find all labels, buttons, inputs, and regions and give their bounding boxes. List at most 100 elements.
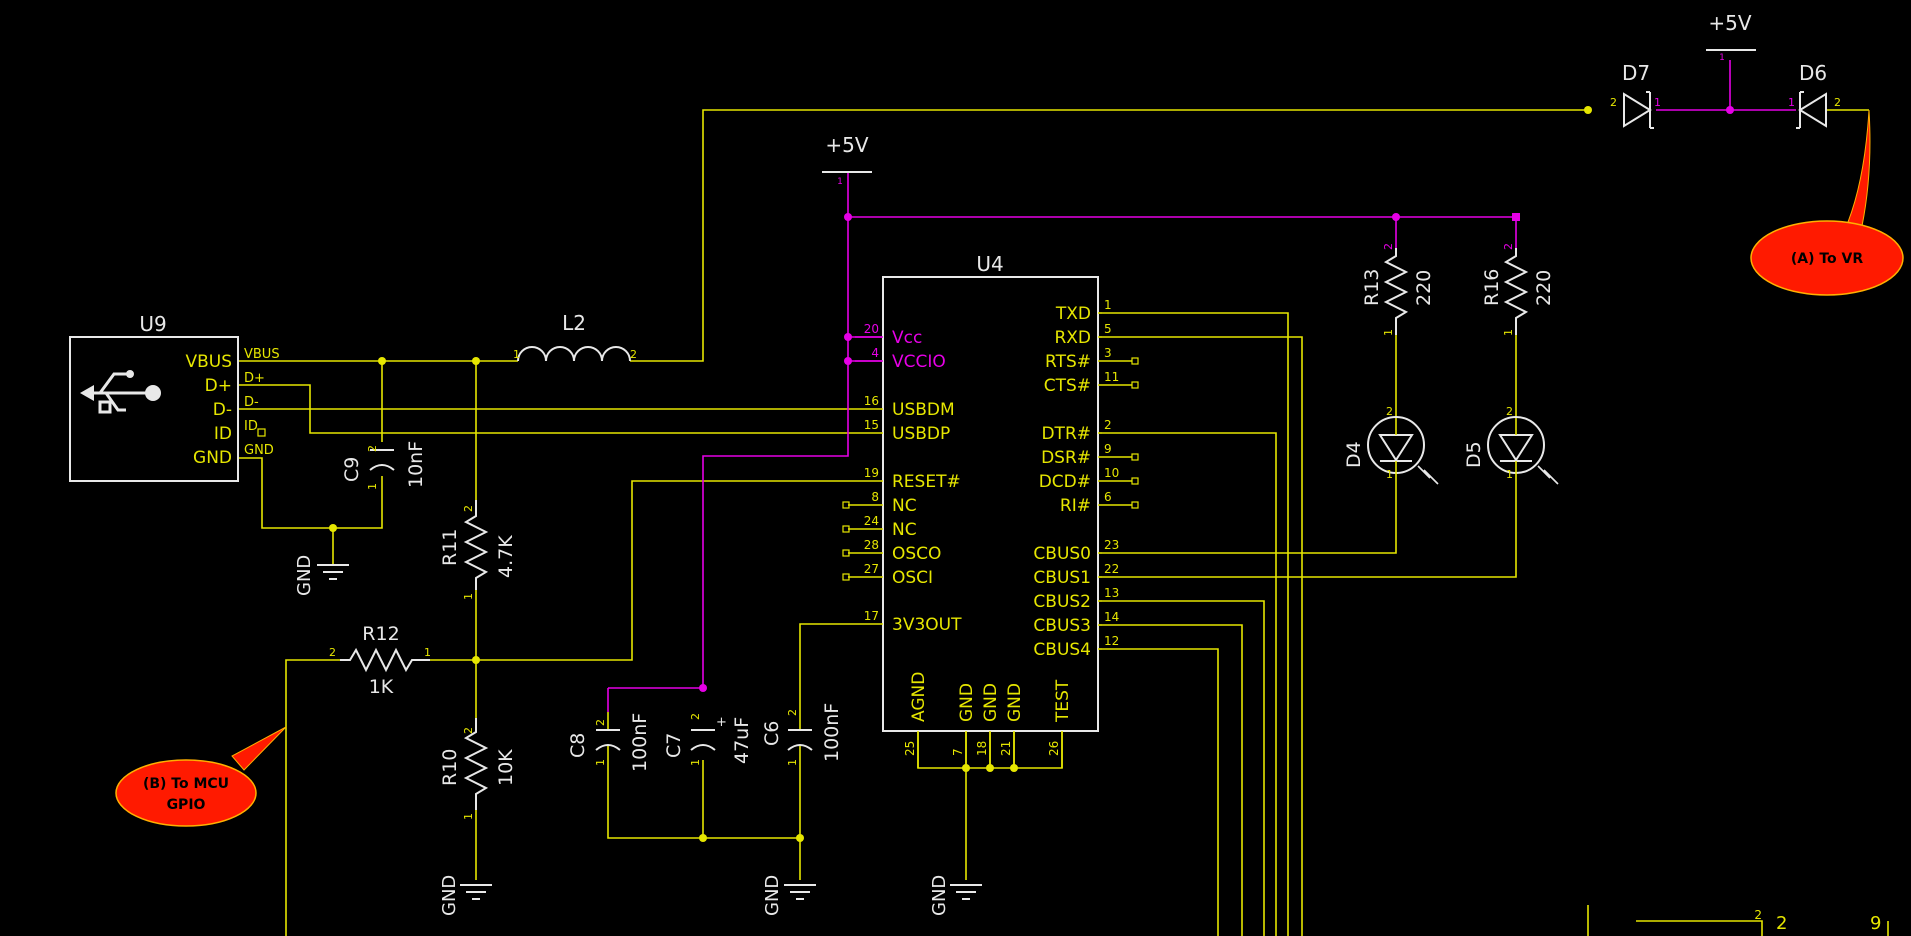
partial-pin-label: 2: [1776, 913, 1787, 934]
wire-cbus3: [1102, 624, 1243, 936]
u4-pin-dsr-n: 9 DSR#: [1041, 442, 1139, 468]
u4-pin-number: 21: [999, 741, 1013, 756]
callout-b-bubble: [115, 759, 257, 827]
c6-ref: C6: [761, 721, 783, 746]
led-d5[interactable]: D5 2 1: [1463, 405, 1559, 485]
d5-emission-arrows: [1537, 465, 1559, 485]
u4-pin-name: CBUS3: [1033, 616, 1091, 636]
u4-pin-number: 17: [864, 609, 879, 623]
d6-triangle: [1798, 92, 1827, 128]
u4-pin-number: 23: [1104, 538, 1119, 552]
resistor-r12[interactable]: R12 1K 2 1: [329, 623, 431, 698]
c7-polarity: +: [716, 715, 727, 730]
u9-pin-label: D+: [205, 376, 232, 396]
u4-pin-name: USBDP: [892, 424, 950, 444]
r10-zigzag: [463, 718, 489, 810]
u4-pin-name: OSCO: [892, 544, 941, 564]
d7-bar: [1646, 91, 1654, 129]
d4-ref: D4: [1343, 441, 1365, 468]
junction-square: [1512, 213, 1520, 221]
u4-pin-name: 3V3OUT: [892, 615, 962, 635]
u4-pin-number: 1: [1104, 298, 1112, 312]
wire-vcc-drops: [1395, 217, 1517, 248]
u4-right-pins: 1TXD5RXD3RTS#11CTS#2DTR#9DSR#10DCD#6RI#2…: [1033, 298, 1139, 660]
d5-pin2: 2: [1506, 405, 1513, 418]
u4-pin-number: 27: [864, 562, 879, 576]
u4-pin-name: TEST: [1053, 679, 1073, 723]
u9-pin-label: ID: [214, 424, 232, 444]
r16-pin1: 1: [1502, 329, 1515, 336]
ground-symbol: [784, 884, 816, 900]
usb-connector-u9[interactable]: U9 VBUS D+ D- ID GND VBUS D+ D- ID GND: [69, 312, 280, 482]
u4-pin-number: 14: [1104, 610, 1119, 624]
u4-pin-name: VCCIO: [892, 352, 946, 372]
ground-symbol: [317, 564, 349, 580]
u4-pin-number: 28: [864, 538, 879, 552]
c9-pin1: 1: [366, 483, 379, 490]
u4-pin-number: 10: [1104, 466, 1119, 480]
c6-value: 100nF: [821, 703, 843, 762]
r11-ref: R11: [439, 529, 461, 566]
u4-pin-number: 26: [1047, 741, 1061, 756]
capacitor-c7[interactable]: + C7 47uF 2 1: [663, 713, 753, 766]
c9-plate-curved: [369, 464, 395, 471]
callout-b-tail: [231, 726, 287, 771]
u4-pin-name: USBDM: [892, 400, 955, 420]
inductor-l2[interactable]: L2 1 2: [513, 311, 637, 362]
u4-pin-name: NC: [892, 496, 917, 516]
resistor-r10[interactable]: R10 10K 2 1: [439, 718, 517, 820]
u4-pin-name: DCD#: [1039, 472, 1091, 492]
r16-value: 220: [1533, 270, 1555, 306]
c7-plate-curved: [690, 744, 716, 751]
power-junctions: [699, 106, 1734, 692]
u4-pin-dcd-n: 10 DCD#: [1039, 466, 1139, 492]
u4-pin-number: 25: [903, 741, 917, 756]
r13-ref: R13: [1361, 269, 1383, 306]
wire-vbus-to-d7: [630, 109, 1588, 362]
r12-value: 1K: [369, 676, 394, 698]
callout-b-line1: (B) To MCU: [143, 776, 229, 792]
u4-pin-nc: 8 NC: [842, 490, 917, 516]
junction-dot: [844, 213, 852, 221]
d6-pin1: 1: [1788, 96, 1795, 109]
svg-text:1: 1: [837, 177, 843, 187]
junction-dot: [844, 333, 852, 341]
u4-pin-name: GND: [1005, 683, 1025, 722]
resistor-r13[interactable]: R13 220 2 1: [1361, 243, 1435, 336]
power-symbol-5v-top: +5V 1: [1706, 11, 1756, 63]
r12-zigzag: [340, 647, 430, 673]
partial-pin-num: 2: [1754, 908, 1762, 922]
resistor-r11[interactable]: R11 4.7K 2 1: [439, 500, 517, 600]
u4-pin-number: 8: [871, 490, 879, 504]
u4-pin-number: 5: [1104, 322, 1112, 336]
u4-pin-name: DSR#: [1041, 448, 1091, 468]
wire-txd: [1102, 312, 1289, 936]
resistor-r16[interactable]: R16 220 2 1: [1481, 243, 1555, 336]
diode-d6[interactable]: D6 1 2: [1788, 61, 1841, 129]
diode-d7[interactable]: D7 2 1: [1610, 61, 1661, 129]
wire-cbus0: [1102, 482, 1397, 554]
c6-plate-curved: [787, 744, 813, 751]
u4-pin-number: 9: [1104, 442, 1112, 456]
l2-ref: L2: [562, 311, 586, 335]
capacitor-c9[interactable]: C9 10nF 2 1: [341, 441, 427, 490]
d5-ref: D5: [1463, 441, 1485, 468]
capacitor-c8[interactable]: C8 100nF 2 1: [567, 712, 651, 772]
u9-id-nc-marker: [257, 428, 266, 437]
led-d4[interactable]: D4 2 1: [1343, 405, 1439, 485]
u4-pin-name: GND: [957, 683, 977, 722]
junction-dot: [699, 834, 707, 842]
u9-pin-net: D+: [244, 371, 265, 386]
partial-component-bottom-right: 2 2 9: [1754, 908, 1881, 934]
u4-pin-number: 20: [864, 322, 879, 336]
r11-pin1: 1: [462, 593, 475, 600]
c8-value: 100nF: [629, 713, 651, 772]
capacitor-c6[interactable]: C6 100nF 2 1: [761, 695, 843, 766]
junction-dot: [796, 834, 804, 842]
power-label: +5V: [1708, 11, 1751, 35]
